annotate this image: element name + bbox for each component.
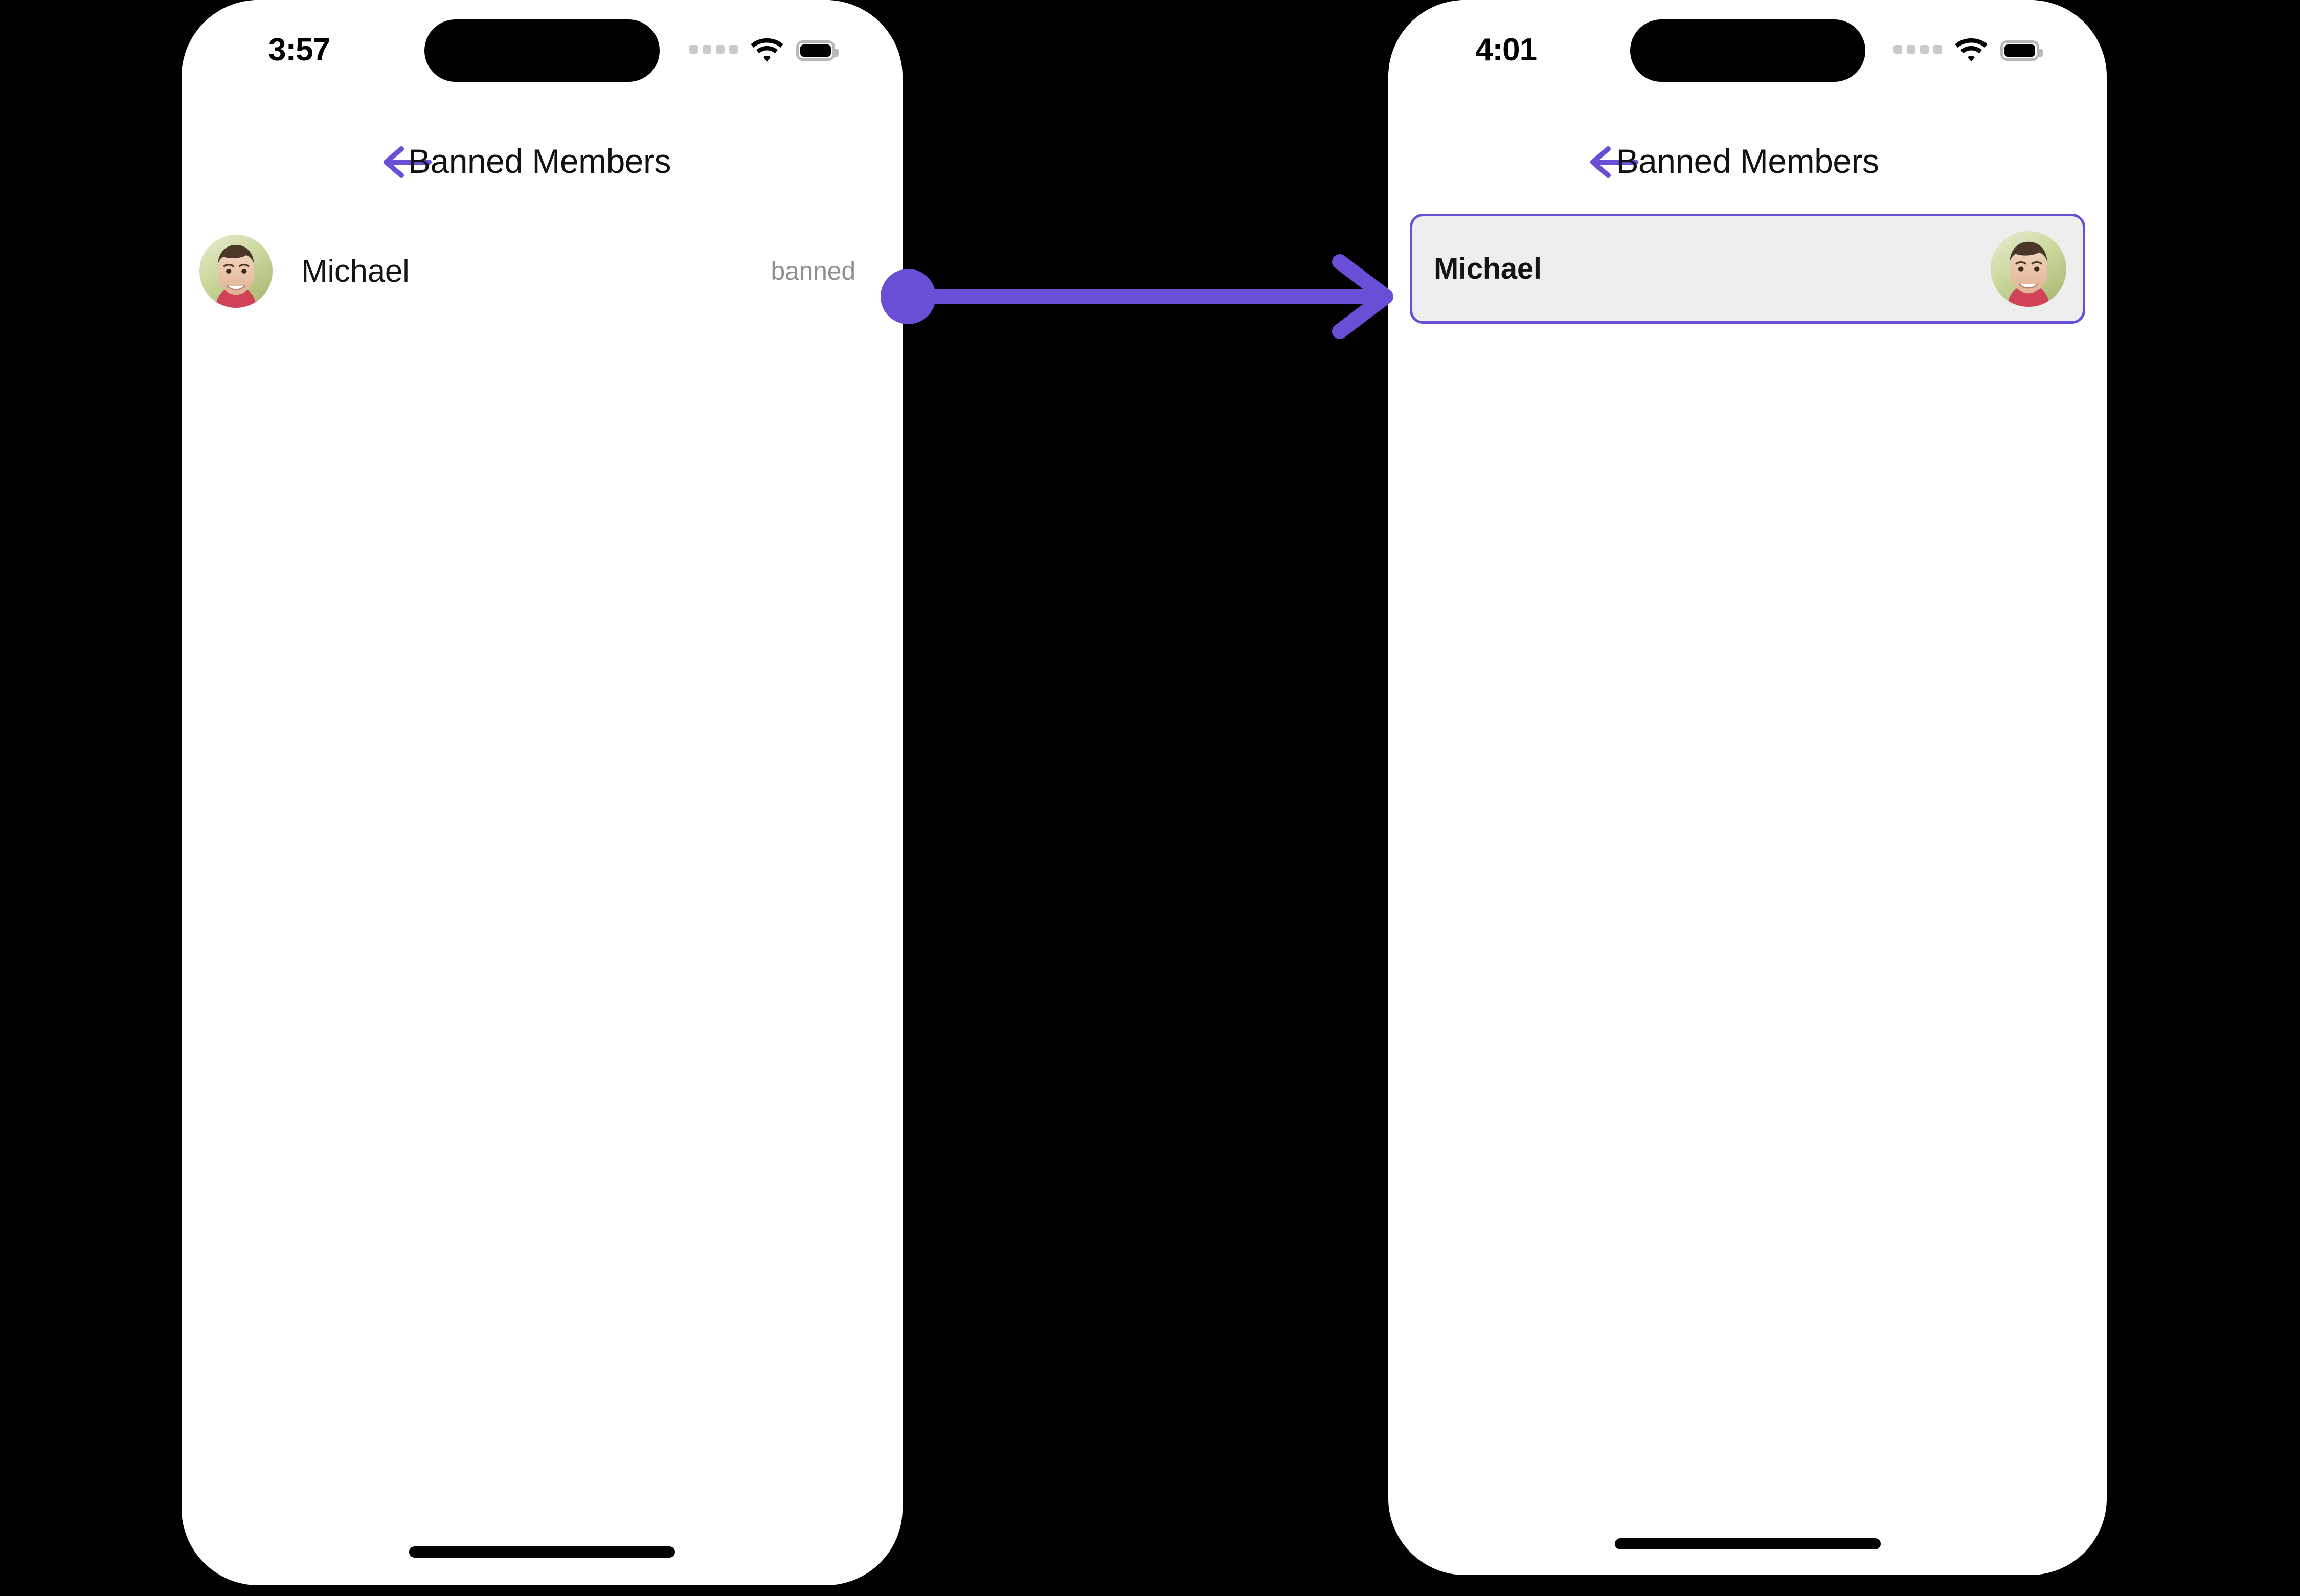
home-indicator [1614,1538,1881,1549]
dynamic-island [1630,19,1865,82]
back-arrow-icon[interactable] [1587,142,1640,183]
selected-member-card[interactable]: Michael [1410,214,2085,324]
back-arrow-icon[interactable] [380,142,434,183]
phone-frame-after: 4:01 [1388,0,2107,1575]
battery-full-icon [2000,40,2043,61]
phone-frame-before: 3:57 [182,0,903,1585]
status-badge: banned [771,257,855,285]
nav-bar: Banned Members [182,130,903,192]
cellular-signal-icon [689,44,738,57]
screen-after: 4:01 [1388,0,2107,1575]
page-title: Banned Members [408,142,671,180]
member-name: Michael [301,253,410,289]
screen-before: 3:57 [182,0,903,1585]
battery-full-icon [796,40,839,61]
wifi-icon [1955,38,1987,63]
status-time: 4:01 [1475,32,1537,68]
status-time: 3:57 [268,32,330,68]
user-avatar-michael [1991,231,2066,307]
status-indicators [1893,36,2043,65]
user-avatar-michael [199,234,273,308]
page-title: Banned Members [1616,142,1879,180]
banned-members-list: Michael banned [182,225,903,317]
dynamic-island [424,19,660,82]
list-item[interactable]: Michael banned [182,225,903,317]
member-name: Michael [1434,252,1542,285]
cellular-signal-icon [1893,44,1942,57]
status-bar: 3:57 [182,0,903,102]
home-indicator [409,1546,675,1558]
status-indicators [689,36,839,65]
wifi-icon [751,38,783,63]
banned-members-list: Michael [1388,214,2107,324]
tap-transition-arrow [859,245,1432,348]
nav-bar: Banned Members [1388,130,2107,192]
status-bar: 4:01 [1388,0,2107,102]
